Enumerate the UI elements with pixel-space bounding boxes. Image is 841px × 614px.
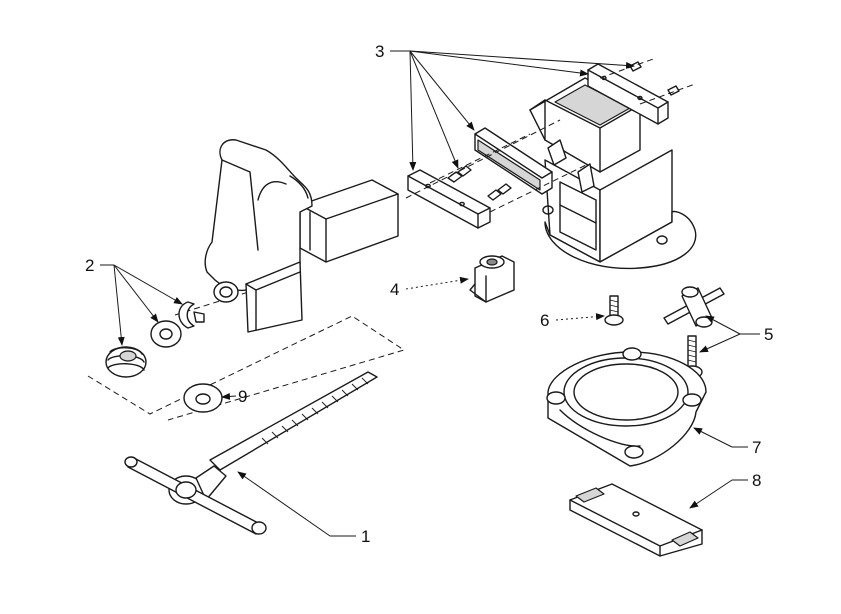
callout-label-8: 8: [752, 471, 761, 490]
callout-label-9: 9: [238, 387, 247, 406]
callout-3: 3: [375, 42, 635, 171]
callout-label-6: 6: [540, 311, 549, 330]
jaw-screw-icon: [457, 165, 472, 177]
callout-label-2: 2: [85, 256, 94, 275]
small-bolt: [604, 295, 624, 326]
jaw-plate-serrated: [474, 127, 553, 195]
mounting-plate: [569, 483, 703, 557]
flat-washer: [150, 320, 182, 348]
callout-label-4: 4: [390, 280, 399, 299]
collar-assembly-outline: [87, 315, 406, 421]
callout-7: 7: [693, 427, 761, 457]
jaw-screw-icon: [487, 189, 502, 201]
callout-9: 9: [221, 387, 247, 406]
jaw-screw-icon: [497, 183, 512, 195]
rear-vise-body: [529, 77, 697, 270]
thrust-collar: [105, 346, 147, 378]
e-clip: [178, 301, 205, 329]
swivel-base: [546, 347, 707, 467]
screw-nut: [469, 255, 515, 303]
callout-1: 1: [237, 471, 370, 546]
swivel-handle-pin: [663, 286, 725, 328]
callout-2: 2: [85, 256, 183, 346]
callout-label-7: 7: [752, 438, 761, 457]
callout-5: 5: [699, 315, 773, 353]
callout-label-5: 5: [764, 325, 773, 344]
callout-6: 6: [540, 311, 605, 330]
callout-4: 4: [390, 276, 469, 299]
callout-label-3: 3: [375, 42, 384, 61]
front-jaw: [204, 139, 399, 333]
callout-8: 8: [689, 471, 761, 509]
main-screw: [124, 371, 378, 535]
washer-9: [183, 383, 223, 413]
jaw-plate-front: [407, 169, 491, 229]
callout-label-1: 1: [361, 527, 370, 546]
